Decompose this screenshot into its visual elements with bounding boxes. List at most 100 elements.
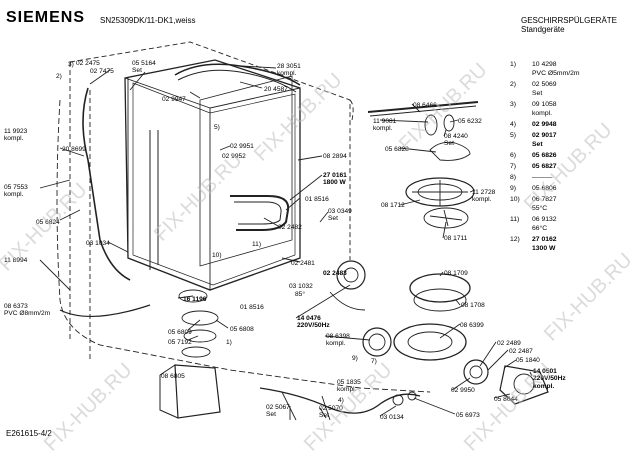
part-label: 05 6973 bbox=[456, 412, 480, 419]
legend-item: 10)06 7827 55°C bbox=[510, 195, 580, 213]
legend-value: 02 9948 bbox=[532, 121, 557, 128]
legend-value: 02 5069 Set bbox=[532, 81, 557, 97]
part-label: 08 4240 Set bbox=[444, 133, 468, 148]
part-label: 03 1034 bbox=[86, 240, 110, 247]
part-label: 03 1032 bbox=[289, 283, 313, 290]
legend-item: 12) 27 0162 1300 W bbox=[510, 235, 580, 253]
part-label: 14 0476 220V/50Hz bbox=[297, 315, 330, 330]
legend-number: 6) bbox=[510, 152, 517, 159]
part-label: 05 1835 kompl. bbox=[337, 379, 361, 394]
legend-value: 05 6806 bbox=[532, 185, 557, 192]
part-label: 05 1840 bbox=[516, 357, 540, 364]
legend-item: 9) 05 6806 bbox=[510, 184, 580, 193]
part-label: 02 2489 bbox=[497, 340, 521, 347]
legend-number: 12) bbox=[510, 236, 520, 243]
legend-value: 09 1058 kompl. bbox=[532, 101, 557, 117]
part-label: 11 8994 bbox=[4, 257, 28, 264]
legend-item: 11) 06 9132 66°C bbox=[510, 215, 580, 233]
part-label: 01 8516 bbox=[240, 304, 264, 311]
legend-value: 05 6826 bbox=[532, 152, 557, 159]
part-label: 5) bbox=[214, 124, 220, 131]
legend-number: 10) bbox=[510, 196, 520, 203]
legend-value: ——— bbox=[532, 174, 553, 181]
part-label: 28 3051 kompl. bbox=[277, 63, 301, 78]
part-label: 05 6824 bbox=[36, 219, 60, 226]
legend-number: 11) bbox=[510, 216, 520, 223]
legend-value: 06 9132 66°C bbox=[532, 216, 557, 232]
part-label: 05 6828 bbox=[385, 146, 409, 153]
part-label: 05 7192 bbox=[168, 339, 192, 346]
part-label: 08 1711 bbox=[444, 235, 468, 242]
part-label: 05 6232 bbox=[458, 118, 482, 125]
legend-item: 8) ——— bbox=[510, 173, 580, 182]
part-label: 27 0161 1800 W bbox=[323, 172, 347, 187]
legend-item: 5) 02 9017 Set bbox=[510, 131, 580, 149]
part-label: 02 5067 Set bbox=[266, 404, 290, 419]
legend-value: 27 0162 1300 W bbox=[532, 236, 557, 252]
legend-number: 2) bbox=[510, 81, 517, 88]
legend-number: 1) bbox=[510, 61, 517, 68]
part-label: 1) bbox=[226, 339, 232, 346]
part-label: 11 9081 kompl. bbox=[373, 118, 397, 133]
legend: 1) 10 4298 PVC Ø5mm/2m 2) 02 5069 Set 3) 09 1… bbox=[510, 60, 580, 255]
legend-item: 3) 09 1058 kompl. bbox=[510, 100, 580, 118]
legend-item: 7) 05 6827 bbox=[510, 162, 580, 171]
part-label: 02 9952 bbox=[222, 153, 246, 160]
part-label: 14 0501 220V/50Hz kompl. bbox=[533, 368, 566, 390]
part-label: 10) bbox=[212, 252, 222, 259]
part-label: 02 2481 bbox=[291, 260, 315, 267]
legend-item: 1) 10 4298 PVC Ø5mm/2m bbox=[510, 60, 580, 78]
category-line: GESCHIRRSPÜLGERÄTE bbox=[521, 16, 618, 25]
legend-item: 6) 05 6826 bbox=[510, 151, 580, 160]
legend-value: 05 6827 bbox=[532, 163, 557, 170]
legend-number: 3) bbox=[510, 101, 517, 108]
brand-logo: SIEMENS bbox=[6, 9, 86, 26]
drawing-code: E261615-4/2 bbox=[6, 429, 52, 438]
part-label: 2) bbox=[56, 73, 62, 80]
part-label: 11 2728 kompl. bbox=[472, 189, 496, 204]
part-label: 02 9947 bbox=[162, 96, 186, 103]
part-label: 08 6398 kompl. bbox=[326, 333, 350, 348]
part-label: 4) bbox=[338, 397, 344, 404]
part-label: 01 8516 bbox=[305, 196, 329, 203]
part-label: 05 6808 bbox=[230, 326, 254, 333]
legend-number: 9) bbox=[510, 185, 517, 192]
part-label: 85° bbox=[295, 291, 305, 298]
part-label: 7) bbox=[371, 358, 377, 365]
legend-number: 7) bbox=[510, 163, 517, 170]
part-label: 02 5070 Set bbox=[319, 405, 343, 420]
part-label: 02 2482 bbox=[278, 224, 302, 231]
part-label: 08 1712 bbox=[381, 202, 405, 209]
legend-number: 8) bbox=[510, 174, 517, 181]
legend-number: 4) bbox=[510, 121, 517, 128]
part-label: 20 4587 bbox=[264, 86, 288, 93]
part-label: 02 2483 bbox=[323, 270, 347, 277]
part-label: 08 2894 bbox=[323, 153, 347, 160]
part-label: 16 1196 bbox=[183, 296, 207, 303]
part-label: 08 6373 PVC Ø8mm/2m bbox=[4, 303, 51, 318]
part-label: 05 7553 kompl. bbox=[4, 184, 28, 199]
part-label: 08 6399 bbox=[460, 322, 484, 329]
part-label: 03 0134 bbox=[380, 414, 404, 421]
part-label: 05 6809 bbox=[168, 329, 192, 336]
part-label: 20 8699 bbox=[62, 146, 86, 153]
part-label: 08 1708 bbox=[461, 302, 485, 309]
part-label: 02 9951 bbox=[230, 143, 254, 150]
model-number: SN25309DK/11-DK1,weiss bbox=[100, 16, 196, 25]
part-label: 08 6805 bbox=[161, 373, 185, 380]
legend-value: 10 4298 PVC Ø5mm/2m bbox=[532, 61, 580, 77]
legend-value: 02 9017 Set bbox=[532, 132, 557, 148]
part-label: 08 1709 bbox=[444, 270, 468, 277]
part-label: 11) bbox=[252, 241, 262, 248]
part-label: 03 0349 Set bbox=[328, 208, 352, 223]
category-line: Standgeräte bbox=[521, 25, 565, 34]
legend-item: 2) 02 5069 Set bbox=[510, 80, 580, 98]
part-label: 02 9950 bbox=[451, 387, 475, 394]
part-label: 08 6466 bbox=[413, 102, 437, 109]
part-label: 05 5164 Set bbox=[132, 60, 156, 75]
legend-number: 5) bbox=[510, 132, 517, 139]
part-label: 11 9923 kompl. bbox=[4, 128, 28, 143]
part-label: 9) bbox=[352, 355, 358, 362]
